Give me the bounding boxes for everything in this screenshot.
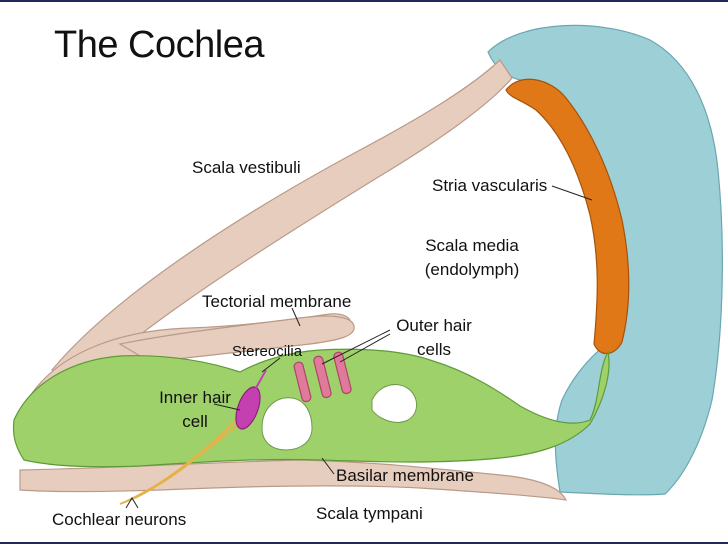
label-inner-hair-cell-2: cell (182, 412, 208, 431)
label-outer-hair-cells-2: cells (416, 340, 451, 359)
label-endolymph: (endolymph) (424, 260, 520, 279)
leader-outer-hair-1 (321, 329, 391, 365)
leader-outer-hair-2 (339, 333, 391, 363)
organ-of-corti (12, 348, 610, 468)
leader-stria (551, 185, 593, 201)
label-outer-hair-cells-1: Outer hair (396, 316, 472, 335)
page-title: The Cochlea (54, 24, 264, 66)
leader-neurons (125, 497, 139, 509)
label-inner-hair-cell-1: Inner hair (159, 388, 231, 407)
label-cochlear-neurons: Cochlear neurons (52, 510, 187, 529)
leader-tectorial (291, 307, 301, 327)
top-border (0, 0, 728, 2)
label-scala-tympani: Scala tympani (316, 504, 423, 523)
cochlear-neuron-fibers (119, 397, 256, 505)
label-scala-vestibuli: Scala vestibuli (192, 158, 301, 177)
inner-hair-stereocilia (255, 369, 267, 389)
bottom-border (0, 542, 728, 544)
vestibular-membrane (51, 59, 513, 387)
outer-hair-cell (333, 351, 352, 395)
outer-tunnel (371, 384, 417, 423)
stria-vascularis (505, 78, 630, 355)
tunnel-of-corti (261, 397, 313, 451)
leader-basilar (321, 457, 335, 475)
bony-floor (19, 459, 568, 501)
label-basilar-membrane: Basilar membrane (336, 466, 474, 485)
tectorial-membrane (118, 315, 355, 363)
label-stria-vascularis: Stria vascularis (432, 176, 548, 195)
label-stereocilia: Stereocilia (232, 343, 303, 360)
outer-hair-cell (313, 355, 332, 399)
outer-hair-cell (293, 361, 312, 403)
label-tectorial-membrane: Tectorial membrane (202, 292, 352, 311)
leader-stereocilia (261, 357, 281, 373)
leader-inner-hair (213, 403, 241, 411)
label-scala-media: Scala media (425, 236, 519, 255)
